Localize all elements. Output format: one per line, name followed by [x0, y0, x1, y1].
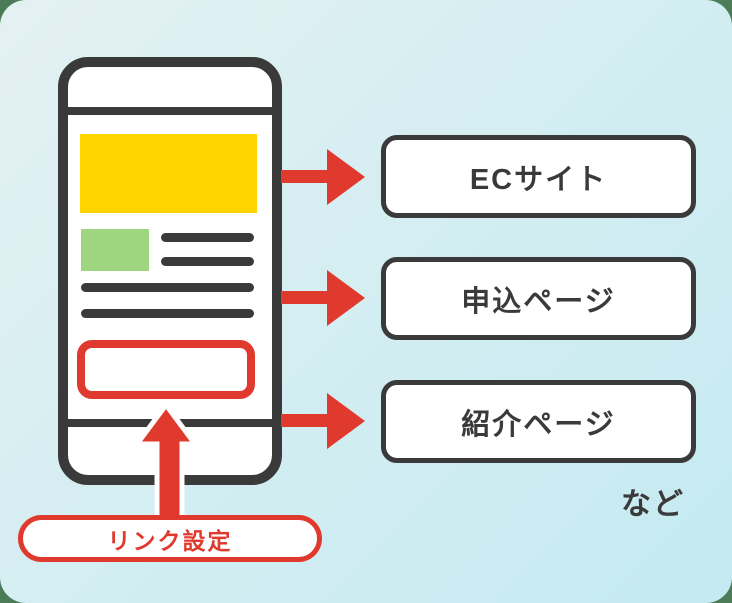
- arrow-stem: [281, 291, 329, 304]
- arrow-right-icon: [281, 149, 365, 205]
- text-line-placeholder: [161, 233, 254, 242]
- text-line-placeholder: [81, 283, 254, 292]
- arrow-right-icon: [281, 393, 365, 449]
- etc-label: など: [621, 488, 685, 521]
- arrow-stem: [281, 414, 329, 427]
- arrow-head: [327, 270, 365, 326]
- thumbnail-placeholder: [81, 229, 149, 271]
- banner-placeholder: [80, 134, 257, 213]
- link-button-highlight: [77, 340, 255, 399]
- destination-box-ec-site: ECサイト: [381, 135, 696, 218]
- arrow-stem: [281, 170, 329, 183]
- text-line-placeholder: [161, 257, 254, 266]
- arrow-up-icon: [132, 400, 200, 520]
- destination-label: ECサイト: [469, 163, 608, 196]
- destination-box-application-page: 申込ページ: [381, 257, 696, 340]
- link-setting-label: リンク設定: [107, 527, 233, 554]
- destination-box-introduction-page: 紹介ページ: [381, 380, 696, 463]
- arrow-head: [327, 393, 365, 449]
- destination-label: 申込ページ: [461, 285, 616, 318]
- phone-status-bar-divider: [58, 107, 282, 115]
- arrow-head: [327, 149, 365, 205]
- link-setting-callout: リンク設定: [18, 515, 322, 562]
- text-line-placeholder: [81, 309, 254, 318]
- destination-label: 紹介ページ: [461, 408, 616, 441]
- arrow-right-icon: [281, 270, 365, 326]
